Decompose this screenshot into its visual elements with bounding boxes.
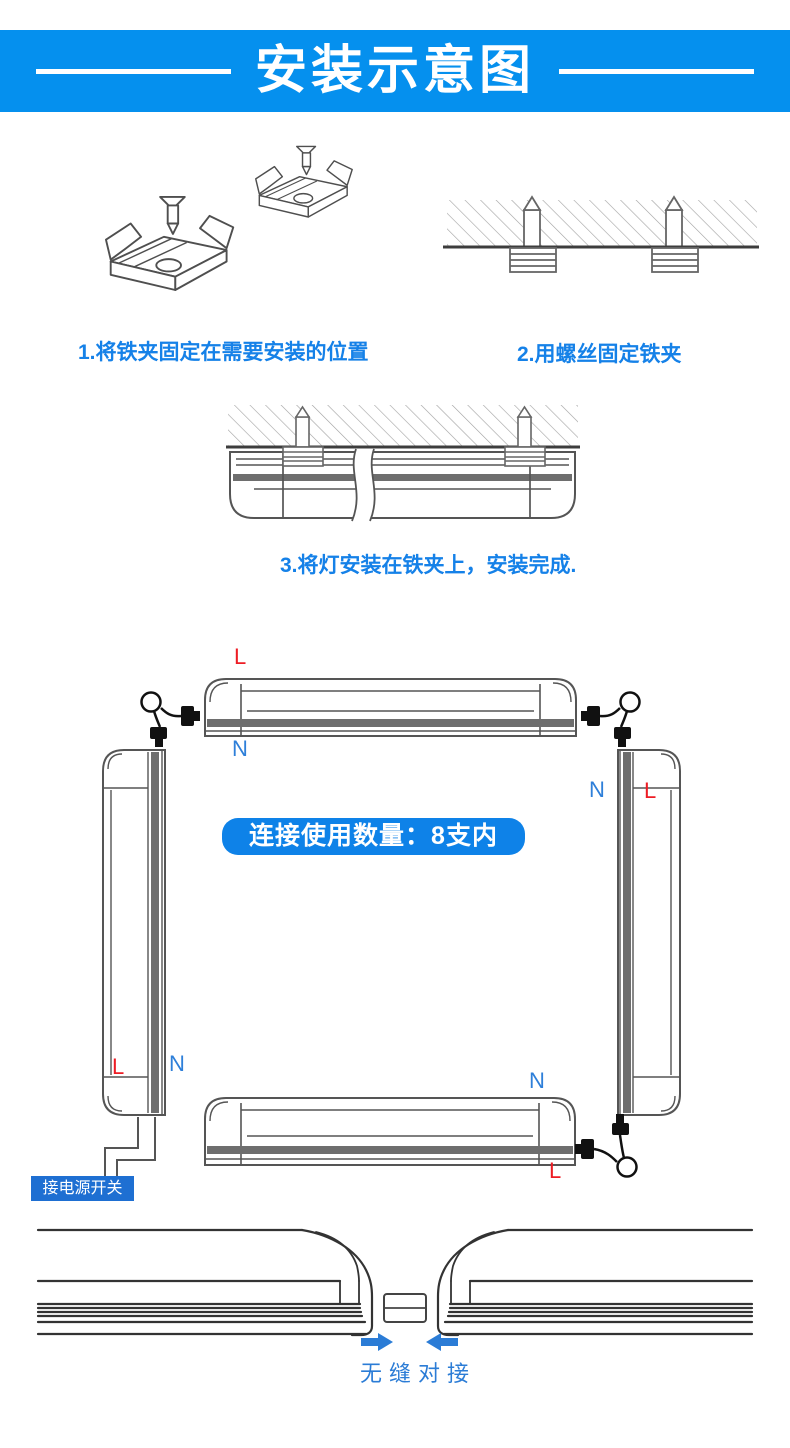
clip-illustration <box>60 140 410 315</box>
seamless-joint-label: 无缝对接 <box>360 1361 477 1386</box>
step2-caption: 2.用螺丝固定铁夹 <box>517 343 682 366</box>
header-dash-right <box>559 68 754 74</box>
tube-bottom <box>204 1097 576 1166</box>
screw-ceiling-illustration <box>430 185 770 280</box>
neutral-label-right: N <box>589 777 605 802</box>
live-label-bottom: L <box>549 1158 562 1183</box>
tube-right <box>617 749 681 1116</box>
connector-cable-top-left <box>140 691 200 747</box>
connector-cable-bottom-right <box>575 1114 638 1178</box>
connection-diagram <box>0 640 790 1215</box>
neutral-label-bottom: N <box>529 1068 545 1093</box>
mounting-clip-small <box>255 145 353 218</box>
live-label-left: L <box>112 1054 125 1079</box>
neutral-label-top: N <box>232 736 248 761</box>
tube-left <box>102 749 166 1116</box>
header-dash-left <box>35 68 231 74</box>
tube-installed-illustration <box>215 395 595 535</box>
page-title: 安装示意图 <box>254 42 535 100</box>
quantity-badge: 连接使用数量：8支内 <box>222 818 525 855</box>
connector-cable-top-right <box>581 691 641 747</box>
step1-caption: 1.将铁夹固定在需要安装的位置 <box>78 341 369 364</box>
live-label-top: L <box>234 644 247 669</box>
seamless-joint-illustration <box>0 1222 790 1357</box>
join-arrows <box>361 1333 458 1351</box>
power-switch-label: 接电源开关 <box>31 1176 134 1201</box>
neutral-label-left: N <box>169 1051 185 1076</box>
mounting-clip-large <box>105 195 235 291</box>
power-wires <box>104 1117 156 1176</box>
header-banner: 安装示意图 <box>0 30 790 112</box>
step3-caption: 3.将灯安装在铁夹上，安装完成. <box>280 554 577 577</box>
arrow-left-icon <box>426 1333 458 1351</box>
tube-top <box>204 678 577 737</box>
joint-connector <box>383 1293 427 1323</box>
arrow-right-icon <box>361 1333 393 1351</box>
live-label-right: L <box>644 778 657 803</box>
